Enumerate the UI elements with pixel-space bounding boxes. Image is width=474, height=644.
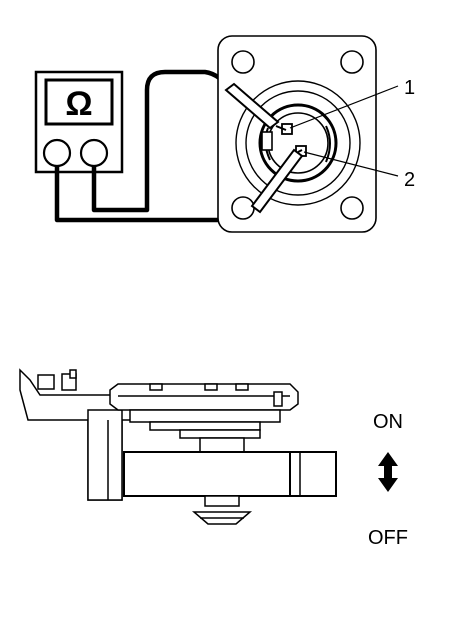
probe-lower	[250, 148, 304, 214]
switch-side-view	[19, 368, 337, 525]
ohm-symbol: Ω	[65, 85, 92, 123]
switch-on-label: ON	[373, 411, 403, 433]
callout-1-label: 1	[404, 77, 415, 99]
meter-jack-left	[42, 138, 72, 168]
callout-2-leader	[303, 151, 399, 177]
switch-off-label: OFF	[368, 527, 408, 549]
ohmmeter-icon: Ω	[34, 70, 124, 174]
callout-2-label: 2	[404, 169, 415, 191]
switch-connector	[217, 35, 377, 233]
meter-jack-right	[79, 138, 109, 168]
callout-1-leader	[289, 85, 399, 129]
double-arrow-icon	[378, 452, 398, 492]
probe-upper	[224, 82, 287, 131]
